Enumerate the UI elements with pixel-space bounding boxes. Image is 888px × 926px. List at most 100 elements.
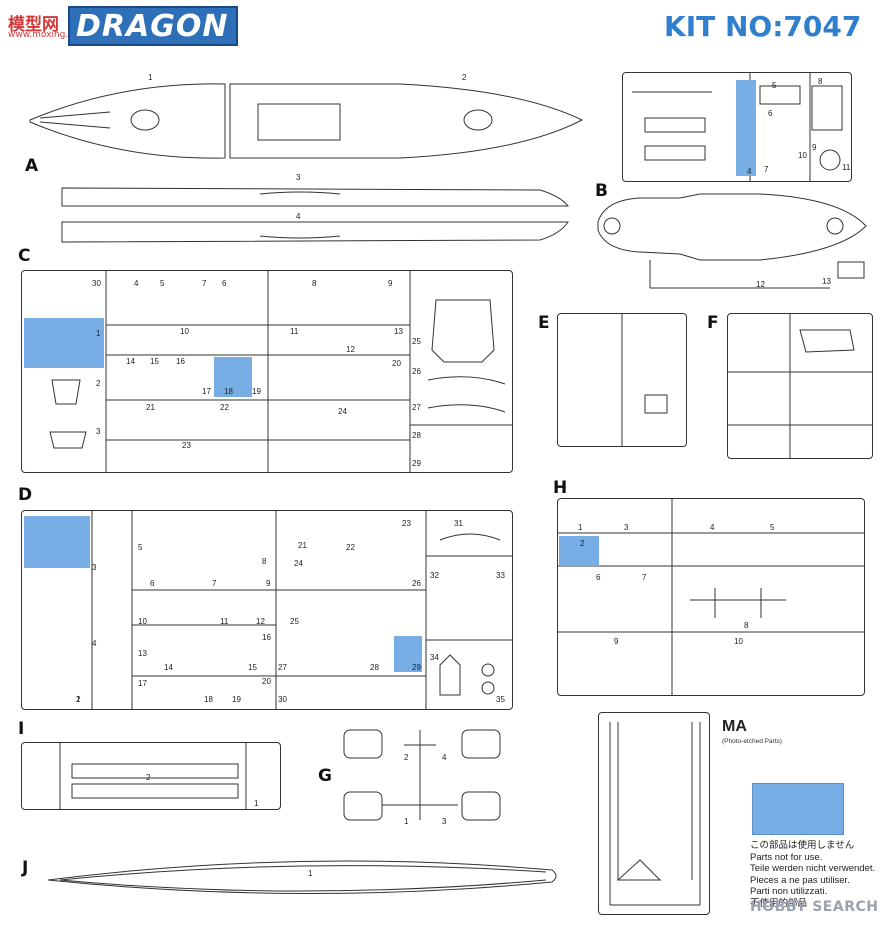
hull-side-a4	[61, 221, 569, 243]
label-d13: 13	[138, 649, 147, 658]
label-c14: 14	[126, 357, 135, 366]
sprue-frame-i	[21, 742, 281, 810]
label-h7: 7	[642, 573, 647, 582]
label-c19: 19	[252, 387, 261, 396]
not-for-use-notice: この部品は使用しません Parts not for use. Teile wer…	[750, 840, 875, 909]
notice-line-fr: Pieces a ne pas utiliser.	[750, 874, 850, 886]
label-c21: 21	[146, 403, 155, 412]
photo-etch-title: MA	[722, 718, 747, 735]
label-d30: 30	[278, 695, 287, 704]
highlight-h2	[559, 536, 599, 566]
part-d34	[439, 654, 461, 696]
deck-opening	[257, 103, 341, 141]
notice-line-en: Parts not for use.	[750, 851, 823, 863]
label-c12: 12	[346, 345, 355, 354]
part-c3	[49, 431, 87, 449]
label-d19: 19	[232, 695, 241, 704]
part-i2-lower	[71, 783, 239, 799]
label-d10: 10	[138, 617, 147, 626]
part-c25	[431, 299, 495, 363]
notice-line-de: Teile werden nicht verwendet.	[750, 863, 876, 874]
sprue-frame-d	[21, 510, 513, 710]
part-d31	[439, 533, 501, 541]
highlight-d-left	[24, 516, 90, 568]
watermark-url: www.moxing.net	[8, 30, 83, 40]
label-d27: 27	[278, 663, 287, 672]
label-b12: 12	[756, 280, 765, 289]
label-c11: 11	[290, 327, 299, 336]
label-c2: 2	[96, 379, 101, 388]
highlight-d29	[394, 636, 422, 672]
label-d5: 5	[138, 543, 143, 552]
label-c28: 28	[412, 431, 421, 440]
label-d26: 26	[412, 579, 421, 588]
label-c23: 23	[182, 441, 191, 450]
part-f-deck	[799, 329, 855, 353]
label-c6: 6	[222, 279, 227, 288]
sprue-frame-f	[727, 313, 873, 459]
label-c15: 15	[150, 357, 159, 366]
label-d22: 22	[346, 543, 355, 552]
brand-box	[68, 6, 238, 46]
label-c26: 26	[412, 367, 421, 376]
sprue-frame-h	[557, 498, 865, 696]
turret-ring-front	[130, 109, 160, 131]
footer-watermark: HOBBY SEARCH	[750, 899, 879, 915]
brand-logo: 模型网 www.moxing.net DRAGON	[4, 6, 238, 46]
label-c25: 25	[412, 337, 421, 346]
label-d9: 9	[266, 579, 271, 588]
label-d16: 16	[262, 633, 271, 642]
highlight-b	[736, 80, 756, 176]
label-d12: 12	[256, 617, 265, 626]
frame-label-j: J	[22, 858, 29, 878]
label-d21: 21	[298, 541, 307, 550]
label-d6: 6	[150, 579, 155, 588]
label-c22: 22	[220, 403, 229, 412]
part-g2	[343, 729, 383, 759]
photo-etch-subtitle: (Photo-etched Parts)	[722, 738, 782, 745]
label-d23: 23	[402, 519, 411, 528]
highlight-c18	[214, 357, 252, 397]
label-d32: 32	[430, 571, 439, 580]
part-g3	[461, 791, 501, 821]
label-b8: 8	[818, 77, 823, 86]
frame-label-a: A	[25, 156, 39, 176]
label-d1: 1	[76, 695, 81, 704]
label-d4: 4	[92, 639, 97, 648]
label-c3: 3	[96, 427, 101, 436]
part-j1	[47, 860, 557, 895]
label-i1: 1	[254, 799, 259, 808]
label-d11: 11	[220, 617, 229, 626]
label-b13: 13	[822, 277, 831, 286]
label-g2: 2	[404, 753, 409, 762]
label-h8: 8	[744, 621, 749, 630]
label-c29: 29	[412, 459, 421, 468]
not-for-use-swatch	[752, 783, 844, 835]
turret-ring-rear	[463, 109, 493, 131]
label-c8: 8	[312, 279, 317, 288]
notice-line-jp: この部品は使用しません	[750, 840, 855, 851]
label-a2: 2	[462, 73, 467, 82]
sprue-frame-c	[21, 270, 513, 473]
label-c27: 27	[412, 403, 421, 412]
sprue-frame-b-top	[622, 72, 852, 182]
label-h10: 10	[734, 637, 743, 646]
label-c13: 13	[394, 327, 403, 336]
label-h9: 9	[614, 637, 619, 646]
label-b9: 9	[812, 143, 817, 152]
frame-label-d: D	[18, 485, 33, 505]
deck-part-a2	[229, 83, 584, 159]
label-b7: 7	[764, 165, 769, 174]
label-h1: 1	[578, 523, 583, 532]
label-g1: 1	[404, 817, 409, 826]
highlight-c1	[24, 318, 104, 368]
part-c2	[51, 379, 81, 405]
label-c16: 16	[176, 357, 185, 366]
label-h3: 3	[624, 523, 629, 532]
label-d29: 29	[412, 663, 421, 672]
photo-etch-fret	[598, 712, 710, 915]
label-c18: 18	[224, 387, 233, 396]
frame-label-h: H	[553, 478, 568, 498]
label-c24: 24	[338, 407, 347, 416]
